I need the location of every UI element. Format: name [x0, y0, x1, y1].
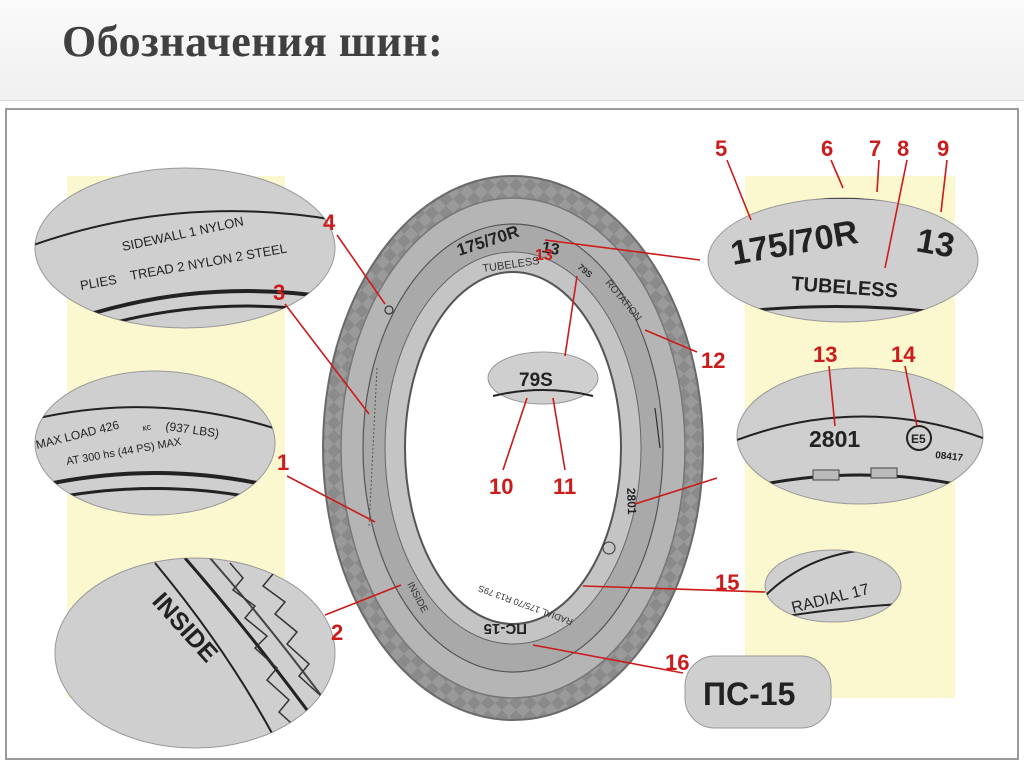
leader-10: [502, 397, 528, 471]
callout-5: 5: [715, 136, 727, 161]
callout-13: 13: [813, 342, 837, 367]
tire: [322, 175, 704, 721]
leader-2: [324, 584, 402, 616]
callout-8: 8: [897, 136, 909, 161]
tire-emark-symbol: [602, 541, 616, 555]
callout-12: 12: [701, 348, 725, 373]
callout-10: 10: [489, 474, 513, 499]
inset-radial: RADIAL 17: [764, 549, 902, 623]
callout-11: 11: [553, 474, 576, 499]
callout-9: 9: [937, 136, 949, 161]
callout-16: 16: [665, 650, 689, 675]
leader-12: [644, 329, 698, 353]
inset-speed: 79S: [487, 351, 599, 405]
rotation-arrow: [654, 407, 661, 449]
tire-model-text: ПС-15: [484, 620, 527, 637]
leader-9: [940, 159, 948, 213]
leader-11: [552, 397, 566, 471]
leader-date: [634, 477, 718, 505]
slide-title: Обозначения шин:: [62, 17, 444, 66]
tire-date-text: 2801: [624, 488, 639, 515]
leader-13b: [828, 365, 836, 427]
leader-6: [830, 159, 844, 189]
leader-15: [582, 585, 766, 593]
callout-2: 2: [331, 620, 343, 645]
callout-6: 6: [821, 136, 833, 161]
callout-13-tire: 13: [535, 247, 553, 264]
inset-date: 2801 E5 08417: [736, 367, 984, 505]
callout-1: 1: [277, 450, 289, 475]
date-text: 2801: [809, 426, 860, 452]
emark-text: E5: [911, 432, 926, 446]
leader-1: [286, 475, 376, 523]
callout-7: 7: [869, 136, 881, 161]
leader-5: [726, 159, 752, 221]
callout-3: 3: [273, 280, 285, 305]
leader-speed: [564, 275, 578, 357]
leader-14: [904, 365, 918, 427]
tire-o-mark: [384, 305, 394, 315]
tire-markings-diagram: 175/70R 13 TUBELESS 79S ROTATION 2801 ПС…: [5, 108, 1019, 760]
max-load-unit: кс: [142, 422, 153, 433]
plies-label: PLIES: [79, 272, 118, 293]
inset-inside: INSIDE: [54, 557, 336, 749]
model-text: ПС-15: [703, 676, 795, 712]
tire-rim-text: 13: [540, 239, 561, 259]
leader-lines: [284, 159, 948, 674]
inset-model: ПС-15: [684, 655, 832, 729]
inset-max-load: MAX LOAD 426 кс (937 LBS) AT 300 hs (44 …: [34, 370, 276, 516]
leader-8: [884, 159, 908, 269]
callout-numbers: 1 2 3 4 5 6 7 8 9 10 11 12 13 13 14 15 1…: [273, 136, 949, 675]
slide-header: Обозначения шин:: [0, 0, 1024, 101]
leader-7: [876, 159, 880, 193]
callout-4: 4: [323, 210, 336, 235]
leader-16: [532, 644, 684, 674]
leader-4: [336, 234, 386, 305]
speed-text: 79S: [519, 370, 553, 391]
callout-15: 15: [715, 570, 739, 595]
leader-3: [284, 303, 370, 415]
leader-13a: [544, 239, 701, 261]
inset-plies: SIDEWALL 1 NYLON PLIES TREAD 2 NYLON 2 S…: [34, 167, 336, 329]
rim-text: 13: [914, 221, 958, 265]
callout-14: 14: [891, 342, 916, 367]
tire-small-print: [368, 367, 378, 529]
emark-circle: [906, 425, 932, 451]
approval-text: 08417: [935, 450, 964, 464]
inset-size: 175/70R 13 TUBELESS: [707, 197, 979, 323]
